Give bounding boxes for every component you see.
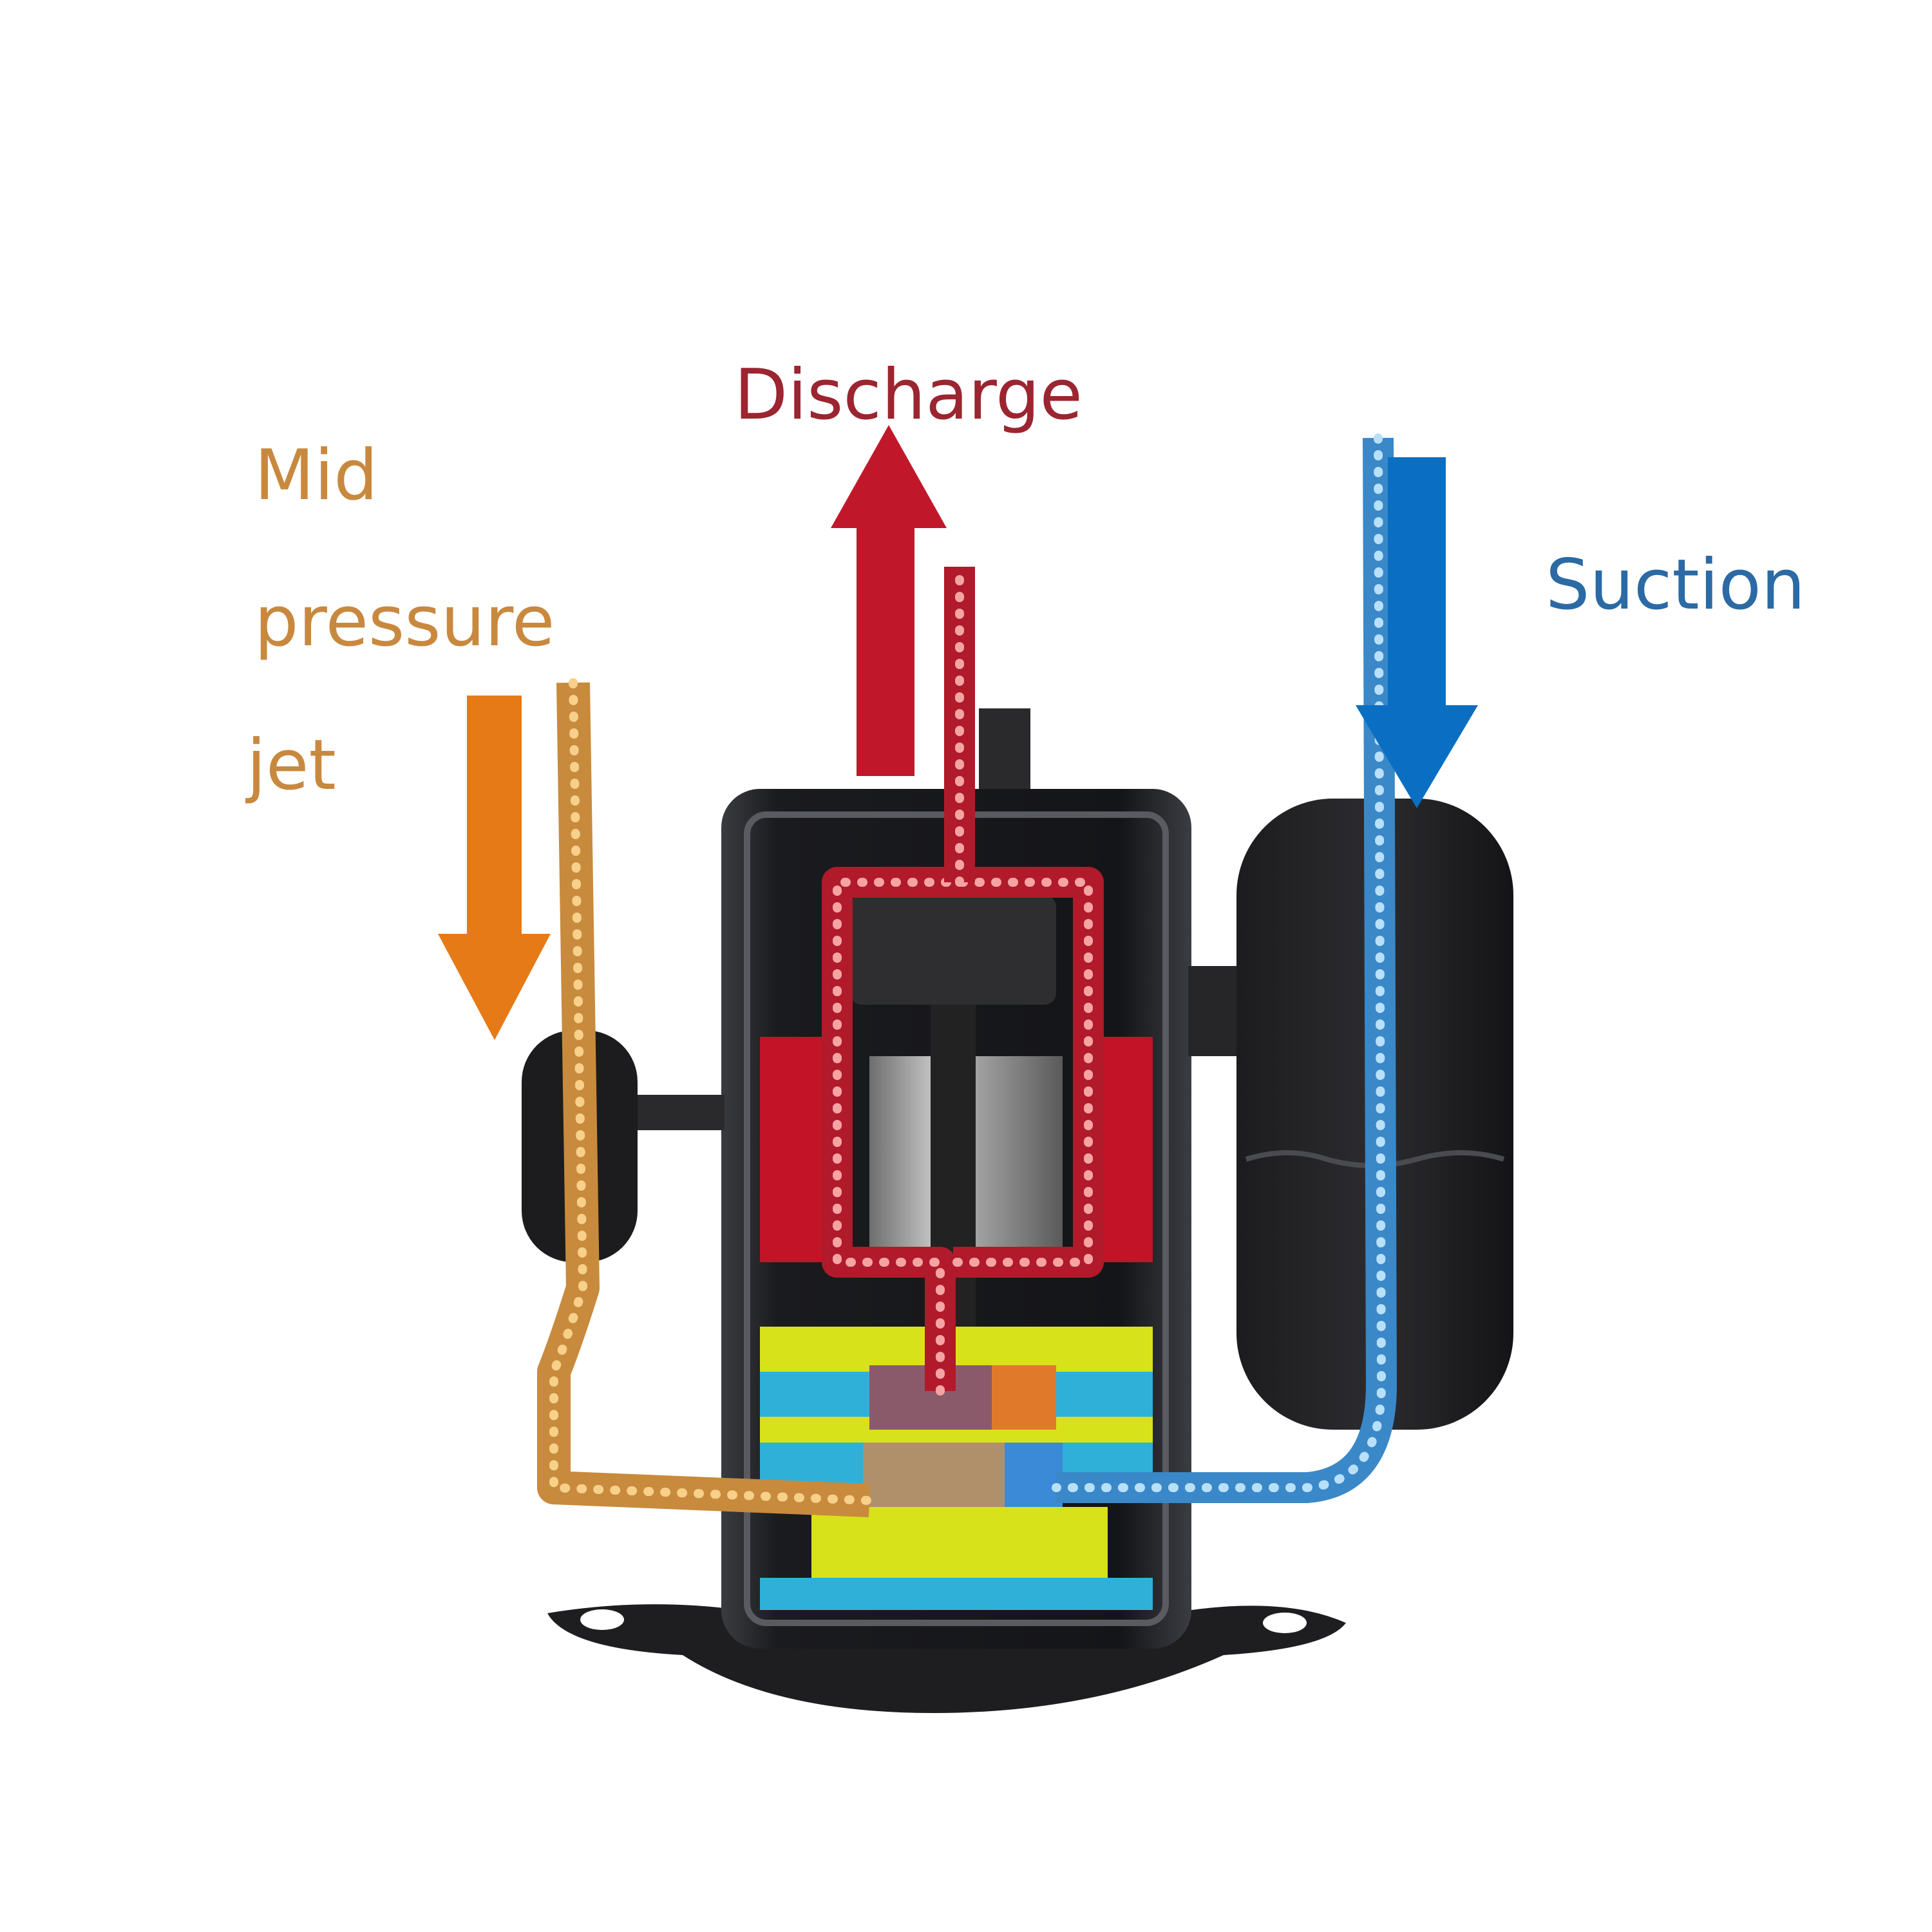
mount-hole-left (580, 1609, 624, 1630)
arrow-up-icon (831, 425, 947, 776)
stator-winding-left (760, 1037, 824, 1262)
arrow-down-icon (1356, 457, 1478, 808)
arrow-down-icon-mid-pressure (438, 696, 551, 1040)
roller-lower-accent (1005, 1443, 1063, 1507)
rotor-top-cap (850, 895, 1056, 1005)
suction-label: Suction (1546, 545, 1806, 625)
mount-hole-right (1263, 1613, 1307, 1633)
discharge-path (822, 562, 1104, 1396)
discharge-label: Discharge (734, 355, 1083, 435)
mid-pressure-path (537, 678, 874, 1517)
mid-pressure-label-line-2: pressure (254, 582, 555, 662)
lower-bearing (811, 1507, 1108, 1578)
upper-bearing (760, 1327, 1153, 1372)
roller-upper-accent (992, 1365, 1056, 1430)
discharge-stub (979, 708, 1030, 799)
mid-pressure-label-line-3: jet (247, 725, 336, 806)
oil-sump (760, 1578, 1153, 1610)
mid-pressure-connector (634, 1095, 724, 1130)
suction-path (1052, 433, 1397, 1503)
mid-pressure-label-line-1: Mid (254, 435, 378, 516)
accumulator-bracket (1188, 966, 1243, 1056)
